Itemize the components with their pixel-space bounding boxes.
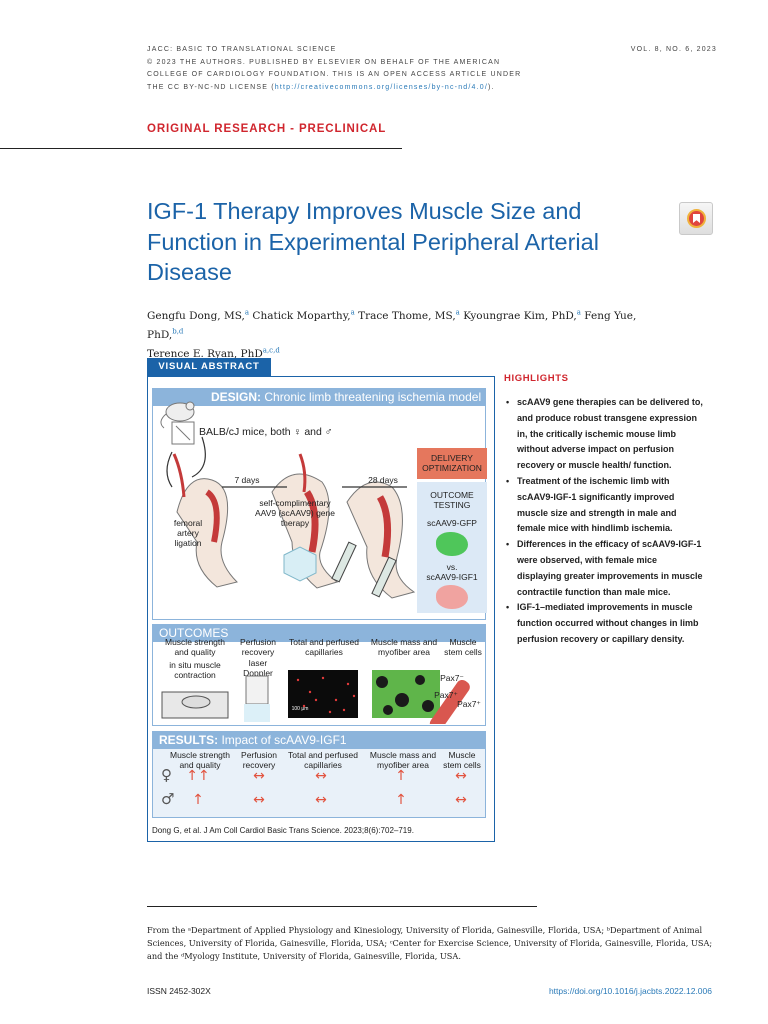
abstract-citation: Dong G, et al. J Am Coll Cardiol Basic T… xyxy=(152,826,414,835)
result-arrow: ↔ xyxy=(455,792,467,808)
result-arrow: ↔ xyxy=(455,768,467,784)
leg-illustration-3 xyxy=(346,481,416,599)
author: Trace Thome, MS,a xyxy=(358,308,460,322)
results-col-header: Muscle strength and quality xyxy=(170,750,230,770)
magnifier-icon xyxy=(171,421,195,445)
outcomes-illustrations xyxy=(161,670,470,724)
days-7-label: 7 days xyxy=(234,475,260,485)
license-link[interactable]: http://creativecommons.org/licenses/by-n… xyxy=(274,83,489,91)
capillary-dots xyxy=(296,676,356,714)
syringe-icon xyxy=(331,541,397,598)
highlight-item: Treatment of the ischemic limb with scAA… xyxy=(504,474,704,537)
result-arrow: ↔ xyxy=(253,792,265,808)
section-divider xyxy=(0,148,402,149)
result-arrow: ↔ xyxy=(253,768,265,784)
result-arrow: ↑ xyxy=(395,768,407,784)
design-heading: DESIGN: Chronic limb threatening ischemi… xyxy=(153,389,485,406)
article-title: IGF-1 Therapy Improves Muscle Size and F… xyxy=(147,198,599,285)
outcome-title: Muscle mass and myofiber area xyxy=(370,637,438,657)
affiliations: From the ᵃDepartment of Applied Physiolo… xyxy=(147,925,713,962)
outcome-title: Muscle strength and quality xyxy=(165,637,225,657)
gfp-label: scAAV9-GFP xyxy=(427,518,477,528)
scale-bar-label: 100 μm xyxy=(291,706,309,712)
author-list: Gengfu Dong, MS,a Chatick Moparthy,a Tra… xyxy=(147,305,667,362)
volume-info: VOL. 8, NO. 6, 2023 xyxy=(630,46,717,53)
outcome-sub: in situ muscle contraction xyxy=(169,660,221,680)
result-arrow: ↑ xyxy=(395,792,407,808)
outcome-title: Total and perfused capillaries xyxy=(289,637,359,657)
highlight-item: IGF-1–mediated improvements in muscle fu… xyxy=(504,600,704,647)
author: Gengfu Dong, MS,a xyxy=(147,308,250,322)
highlight-item: scAAV9 gene therapies can be delivered t… xyxy=(504,395,704,474)
pax7-label: Pax7⁺ xyxy=(457,699,481,709)
outcome-testing-label: OUTCOME TESTING xyxy=(430,490,474,510)
result-arrow: ↔ xyxy=(315,792,327,808)
ligation-label: femoral artery ligation xyxy=(173,518,203,548)
pax7-label: Pax7⁺ xyxy=(434,690,458,700)
results-panel: RESULTS: Impact of scAAV9-IGF1 xyxy=(152,731,486,818)
issn: ISSN 2452-302X xyxy=(147,986,211,996)
author: Feng Yue, PhD,b,d xyxy=(147,309,637,341)
outcome-title: Muscle stem cells xyxy=(444,637,482,657)
mouse-icon xyxy=(160,401,195,429)
stem-cell-fiber-icon xyxy=(429,679,470,724)
running-header: JACC: BASIC TO TRANSLATIONAL SCIENCE © 2… xyxy=(147,44,717,94)
outcome-title: Perfusion recovery xyxy=(240,637,276,657)
mice-label: BALB/cJ mice, both ♀ and ♂ xyxy=(199,426,333,438)
result-arrow: ↑ xyxy=(192,792,204,808)
journal-name: JACC: BASIC TO TRANSLATIONAL SCIENCE xyxy=(147,46,337,53)
results-col-header: Muscle stem cells xyxy=(443,750,481,770)
vs-label: vs. xyxy=(446,562,458,572)
license-line: THE CC BY-NC-ND LICENSE (http://creative… xyxy=(147,82,717,95)
outcome-sub: laser Doppler xyxy=(243,658,273,678)
vector-label: self-complimentary AAV9 (scAAV9) gene th… xyxy=(254,498,335,528)
footnote-divider xyxy=(147,906,537,907)
highlights-list: scAAV9 gene therapies can be delivered t… xyxy=(504,395,704,648)
delivery-optimization-box: DELIVERY OPTIMIZATION xyxy=(417,448,487,479)
aav-capsid-icon xyxy=(283,546,317,582)
license-suffix: ). xyxy=(488,83,495,91)
leg-illustration-1 xyxy=(172,453,238,588)
author: Terence E. Ryan, PhDa,c,d xyxy=(147,346,280,360)
results-col-header: Muscle mass and myofiber area xyxy=(369,750,437,770)
section-label: ORIGINAL RESEARCH - PRECLINICAL xyxy=(147,123,387,135)
igf-muscle-image xyxy=(436,585,468,609)
laser-doppler-icon xyxy=(244,675,270,722)
author: Chatick Moparthy,a xyxy=(252,308,355,322)
pax7-label: Pax7⁻ xyxy=(440,673,464,683)
bookmark-icon xyxy=(693,214,700,223)
results-col-header: Total and perfused capillaries xyxy=(288,750,358,770)
outcome-testing-box: OUTCOME TESTING scAAV9-GFP vs. scAAV9-IG… xyxy=(417,482,487,613)
design-illustration xyxy=(160,401,416,599)
license-prefix: THE CC BY-NC-ND LICENSE ( xyxy=(147,83,275,91)
copyright-line-2: COLLEGE OF CARDIOLOGY FOUNDATION. THIS I… xyxy=(147,71,522,78)
myofiber-cells xyxy=(376,675,434,715)
results-col-header: Perfusion recovery xyxy=(241,750,277,770)
visual-abstract-tab: VISUAL ABSTRACT xyxy=(147,358,271,376)
result-arrow: ↑↑ xyxy=(186,768,210,784)
author: Kyoungrae Kim, PhD,a xyxy=(463,308,581,322)
doi-link[interactable]: https://doi.org/10.1016/j.jacbts.2022.12… xyxy=(548,986,712,996)
copyright-line: © 2023 THE AUTHORS. PUBLISHED BY ELSEVIE… xyxy=(147,58,501,66)
female-icon: ♀ xyxy=(161,766,172,784)
male-icon: ♂ xyxy=(161,790,175,808)
days-28-label: 28 days xyxy=(368,475,398,485)
leg-illustration-2 xyxy=(271,453,339,589)
arrow xyxy=(191,436,206,478)
results-heading: RESULTS: Impact of scAAV9-IGF1 xyxy=(153,732,485,749)
contraction-apparatus-icon xyxy=(161,691,229,719)
highlights-title: HIGHLIGHTS xyxy=(504,373,569,384)
outcomes-heading: OUTCOMES xyxy=(153,625,485,642)
result-arrow: ↔ xyxy=(315,768,327,784)
crossmark-badge[interactable] xyxy=(679,202,713,235)
highlight-item: Differences in the efficacy of scAAV9-IG… xyxy=(504,537,704,600)
igf-label: scAAV9-IGF1 xyxy=(426,572,478,582)
gfp-muscle-image xyxy=(436,532,468,556)
